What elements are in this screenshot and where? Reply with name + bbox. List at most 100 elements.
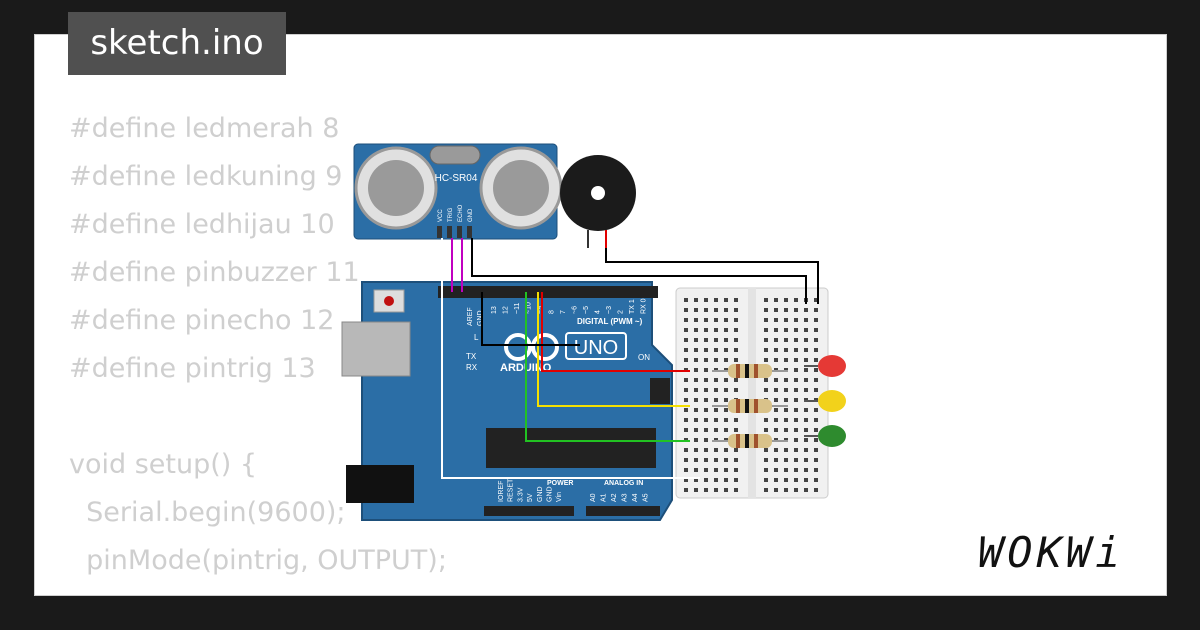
resistor-red-led[interactable] <box>712 364 788 378</box>
breadboard-hole <box>774 408 778 412</box>
breadboard-hole <box>704 458 708 462</box>
breadboard-hole <box>774 338 778 342</box>
led-red[interactable] <box>804 355 846 377</box>
breadboard-hole <box>794 308 798 312</box>
digital-label: DIGITAL (PWM ~) <box>577 317 643 326</box>
breadboard-hole <box>784 308 788 312</box>
breadboard-hole <box>774 348 778 352</box>
gnd-label: GND <box>477 310 484 326</box>
breadboard-hole <box>764 448 768 452</box>
breadboard-hole <box>724 358 728 362</box>
breadboard-hole <box>724 328 728 332</box>
breadboard-hole <box>784 448 788 452</box>
breadboard-hole <box>684 358 688 362</box>
breadboard-hole <box>684 488 688 492</box>
breadboard-hole <box>764 308 768 312</box>
power-label: POWER <box>547 480 573 487</box>
breadboard-hole <box>784 478 788 482</box>
breadboard-hole <box>794 478 798 482</box>
breadboard-hole <box>734 348 738 352</box>
breadboard-hole <box>694 308 698 312</box>
breadboard-hole <box>764 348 768 352</box>
breadboard-hole <box>694 438 698 442</box>
led-yellow[interactable] <box>804 390 846 412</box>
breadboard-hole <box>714 388 718 392</box>
analog-pin-label: A4 <box>632 493 639 502</box>
breadboard-hole <box>704 488 708 492</box>
breadboard-hole <box>764 458 768 462</box>
breadboard-hole <box>814 438 818 442</box>
breadboard-hole <box>784 338 788 342</box>
breadboard-hole <box>774 328 778 332</box>
ultrasonic-sensor[interactable]: HC-SR04 VCC TRIG ECHO GND <box>353 143 563 240</box>
breadboard-hole <box>764 428 768 432</box>
code-line: #define pintrig 13 <box>69 353 316 384</box>
breadboard-hole <box>814 348 818 352</box>
power-pin-label: Vin <box>556 492 563 502</box>
breadboard-hole <box>814 368 818 372</box>
breadboard-hole <box>724 478 728 482</box>
breadboard-hole <box>714 408 718 412</box>
breadboard-hole <box>704 358 708 362</box>
breadboard-hole <box>734 428 738 432</box>
breadboard[interactable] <box>675 287 829 499</box>
on-label: ON <box>638 353 650 362</box>
breadboard-hole <box>764 318 768 322</box>
sensor-pin-gnd: GND <box>468 208 474 222</box>
breadboard-hole <box>794 468 798 472</box>
breadboard-hole <box>724 468 728 472</box>
breadboard-hole <box>774 418 778 422</box>
breadboard-hole <box>704 338 708 342</box>
breadboard-hole <box>784 408 788 412</box>
breadboard-hole <box>694 408 698 412</box>
breadboard-hole <box>704 428 708 432</box>
breadboard-hole <box>714 358 718 362</box>
file-tab[interactable]: sketch.ino <box>68 12 286 75</box>
breadboard-hole <box>724 408 728 412</box>
breadboard-hole <box>804 318 808 322</box>
breadboard-hole <box>774 398 778 402</box>
breadboard-hole <box>774 388 778 392</box>
breadboard-hole <box>794 368 798 372</box>
breadboard-hole <box>804 388 808 392</box>
breadboard-hole <box>774 488 778 492</box>
breadboard-hole <box>814 298 818 302</box>
breadboard-hole <box>794 438 798 442</box>
breadboard-hole <box>784 388 788 392</box>
breadboard-hole <box>814 408 818 412</box>
resistor-yellow-led[interactable] <box>712 399 788 413</box>
arduino-uno-board[interactable]: ARDUINO UNO DIGITAL (PWM ~) AREF GND L T… <box>341 281 673 521</box>
breadboard-hole <box>784 418 788 422</box>
wire-buzzer-gnd <box>605 248 819 304</box>
breadboard-hole <box>704 418 708 422</box>
buzzer[interactable] <box>560 155 636 248</box>
breadboard-hole <box>724 388 728 392</box>
breadboard-hole <box>784 468 788 472</box>
breadboard-hole <box>804 408 808 412</box>
breadboard-hole <box>684 298 688 302</box>
tx-label: TX <box>466 352 477 361</box>
led-green[interactable] <box>804 425 846 447</box>
breadboard-hole <box>714 488 718 492</box>
breadboard-hole <box>714 448 718 452</box>
digital-pin-label: 12 <box>503 306 510 314</box>
breadboard-hole <box>814 428 818 432</box>
breadboard-hole <box>694 448 698 452</box>
breadboard-hole <box>704 348 708 352</box>
breadboard-hole <box>734 338 738 342</box>
breadboard-hole <box>684 398 688 402</box>
breadboard-hole <box>784 318 788 322</box>
breadboard-hole <box>794 398 798 402</box>
breadboard-hole <box>724 428 728 432</box>
breadboard-hole <box>694 398 698 402</box>
breadboard-hole <box>804 368 808 372</box>
breadboard-hole <box>794 298 798 302</box>
power-pin-label: GND <box>537 486 544 502</box>
breadboard-hole <box>814 328 818 332</box>
resistor-green-led[interactable] <box>712 434 788 448</box>
breadboard-hole <box>814 308 818 312</box>
breadboard-hole <box>784 378 788 382</box>
breadboard-hole <box>804 438 808 442</box>
digital-pin-label: 13 <box>491 306 498 314</box>
